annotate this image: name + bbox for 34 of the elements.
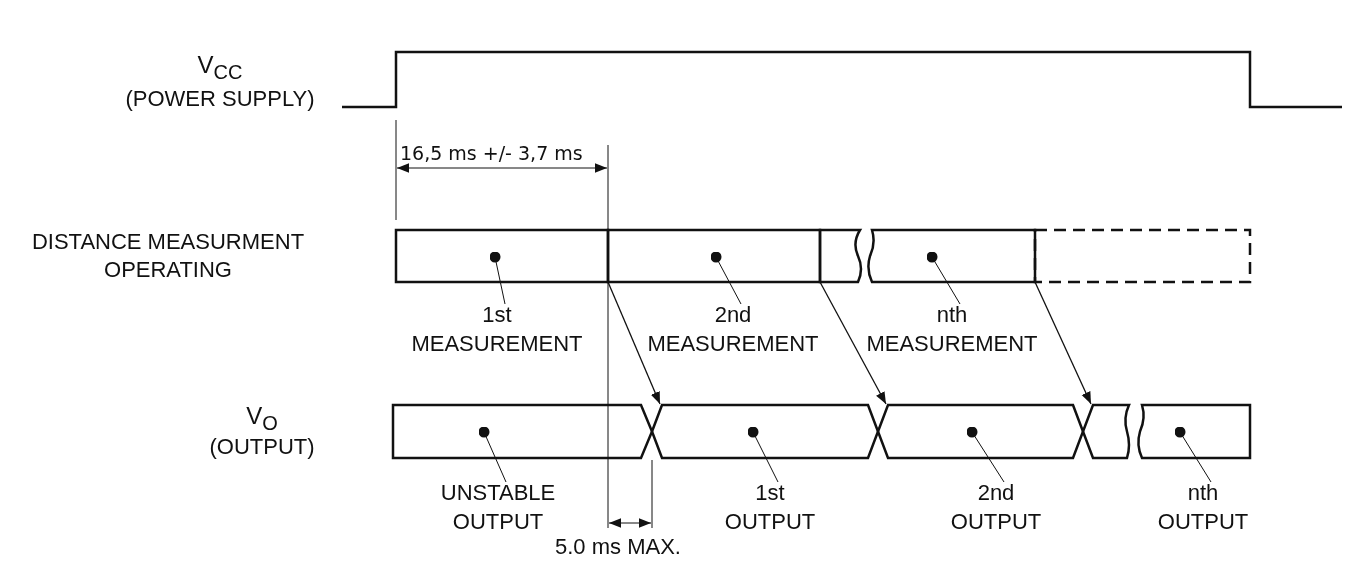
arrow bbox=[819, 281, 887, 405]
future-measurement-bar bbox=[1035, 230, 1250, 282]
interval-label: 2nd OUTPUT bbox=[950, 478, 1042, 536]
signal-description: (POWER SUPPLY) bbox=[125, 86, 315, 112]
measurement-interval-bar bbox=[820, 230, 864, 282]
interval-label: 1st OUTPUT bbox=[724, 478, 816, 536]
leader-line bbox=[710, 251, 742, 305]
arrow bbox=[607, 281, 661, 405]
dimension-label: 16,5 ms +/- 3,7 ms bbox=[400, 141, 583, 166]
signal-name: V$_{O}$ bbox=[246, 403, 278, 436]
signal-description: (OUTPUT) bbox=[209, 434, 315, 460]
output-interval-bar bbox=[1083, 405, 1133, 458]
output-interval-bar bbox=[1136, 405, 1250, 458]
signal-name: DISTANCE MEASURMENT OPERATING bbox=[30, 228, 306, 284]
leader-line bbox=[478, 426, 507, 483]
arrow bbox=[1034, 281, 1092, 405]
interval-label: nth MEASUREMENT bbox=[866, 300, 1038, 358]
leader-line bbox=[966, 426, 1005, 483]
output-interval-bar bbox=[652, 405, 878, 458]
leader-line bbox=[489, 251, 506, 305]
leader-line bbox=[926, 251, 961, 305]
measurement-interval-bar bbox=[866, 230, 1035, 282]
interval-label: nth OUTPUT bbox=[1157, 478, 1249, 536]
output-interval-bar bbox=[393, 405, 652, 458]
interval-label: UNSTABLE OUTPUT bbox=[440, 478, 556, 536]
interval-label: 2nd MEASUREMENT bbox=[647, 300, 819, 358]
dimension-label: 5.0 ms MAX. bbox=[555, 534, 681, 560]
measurement-interval-bar bbox=[608, 230, 820, 282]
measurement-interval-bar bbox=[396, 230, 608, 282]
signal-name: V$_{CC}$ bbox=[197, 52, 243, 85]
leader-line bbox=[1174, 426, 1212, 483]
output-interval-bar bbox=[878, 405, 1083, 458]
interval-label: 1st MEASUREMENT bbox=[411, 300, 583, 358]
leader-line bbox=[747, 426, 779, 483]
